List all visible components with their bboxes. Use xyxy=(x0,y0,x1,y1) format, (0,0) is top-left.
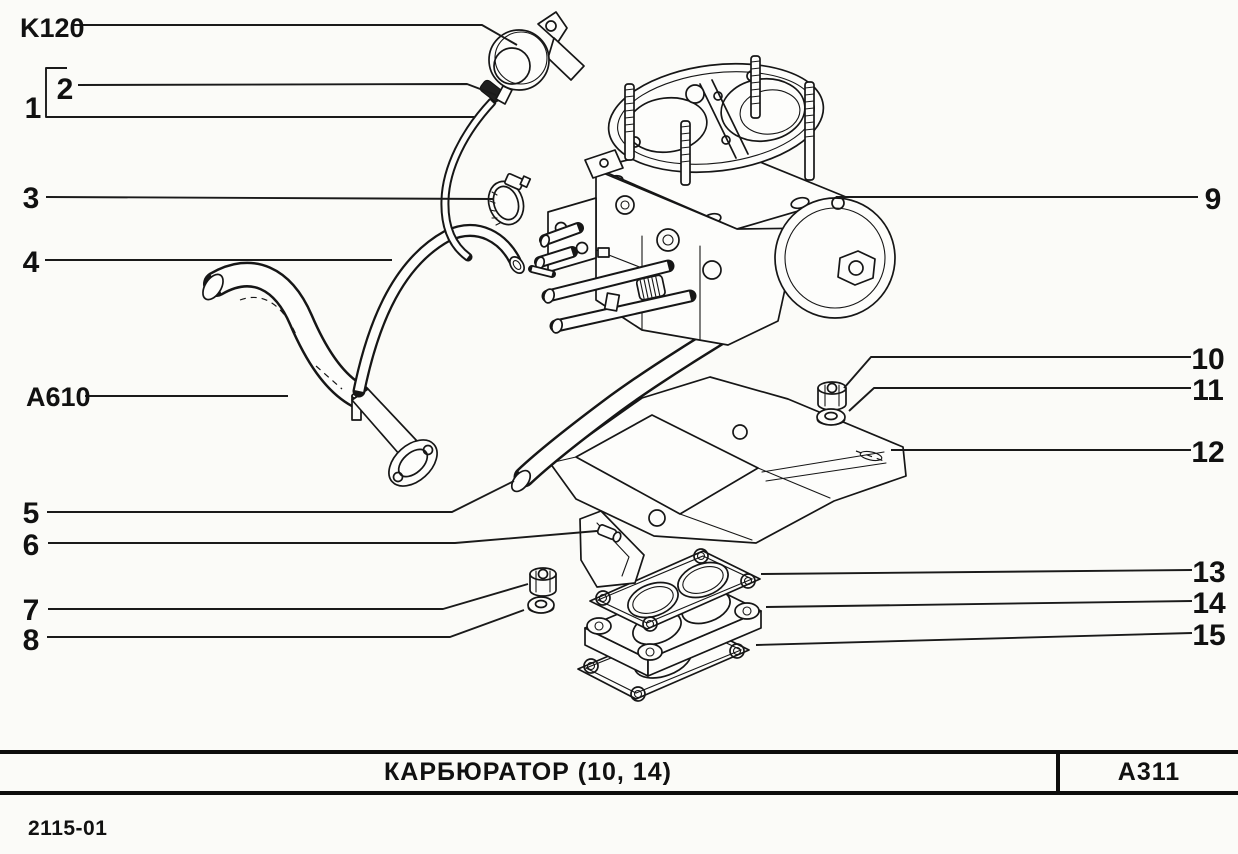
leader-8 xyxy=(47,609,525,638)
upper-gasket-bolt-holes xyxy=(595,548,756,632)
vent-hose-and-pipe xyxy=(202,261,438,487)
leader-3 xyxy=(45,196,495,200)
leader-13 xyxy=(760,569,1193,575)
leader-15 xyxy=(755,632,1193,646)
leader-K120 xyxy=(72,24,518,46)
callout-9: 9 xyxy=(1205,183,1222,216)
callout-8: 8 xyxy=(23,624,40,657)
carburetor-body xyxy=(528,55,896,346)
callout-4: 4 xyxy=(23,246,40,279)
callout-11: 11 xyxy=(1192,374,1224,407)
lower-nut xyxy=(529,567,557,597)
leader-7 xyxy=(48,583,529,610)
callout-14: 14 xyxy=(1192,587,1226,620)
diaphragm-housing xyxy=(774,196,896,319)
callout-2: 2 xyxy=(57,73,74,106)
callout-6: 6 xyxy=(23,529,40,562)
leader-14 xyxy=(765,600,1193,608)
sheet-code: 2115-01 xyxy=(28,817,108,840)
callout-3: 3 xyxy=(23,182,40,215)
leader-lines xyxy=(45,24,1198,646)
mounting-studs xyxy=(624,55,815,186)
callout-labels: K120 2 1 3 4 A610 5 6 7 8 9 10 11 12 13 … xyxy=(20,13,1226,657)
callout-K120: K120 xyxy=(20,13,85,43)
upper-gasket xyxy=(589,548,761,632)
callout-12: 12 xyxy=(1191,436,1224,469)
upper-nut xyxy=(817,381,847,411)
callout-10: 10 xyxy=(1191,343,1224,376)
leader-10 xyxy=(843,356,1191,389)
figure-code: А311 xyxy=(1117,758,1181,786)
spring-bracket xyxy=(579,510,645,588)
hose-stubs xyxy=(528,222,584,278)
callout-5: 5 xyxy=(23,497,40,530)
pipe-flange xyxy=(388,439,438,487)
throttle-linkage xyxy=(541,259,697,334)
callout-13: 13 xyxy=(1192,556,1225,589)
lower-washer xyxy=(527,596,555,614)
leader-1-bracket xyxy=(45,67,475,118)
thermo-vacuum-valve xyxy=(488,11,585,105)
hose-clamp xyxy=(487,172,532,226)
leader-2 xyxy=(77,83,497,96)
leader-11 xyxy=(848,387,1191,412)
section-title: КАРБЮРАТОР (10, 14) xyxy=(384,758,672,786)
callout-A610: A610 xyxy=(26,382,91,412)
return-spring xyxy=(635,274,666,301)
leader-6 xyxy=(48,530,598,544)
title-block-divider xyxy=(1056,750,1060,795)
title-block-top-rule xyxy=(0,750,1238,754)
title-block-bottom-rule xyxy=(0,791,1238,795)
upper-washer xyxy=(816,408,846,426)
leader-5 xyxy=(47,480,515,513)
curved-vent-hose xyxy=(352,224,525,398)
callout-1: 1 xyxy=(25,92,42,125)
callout-15: 15 xyxy=(1192,619,1225,652)
callout-7: 7 xyxy=(23,594,40,627)
